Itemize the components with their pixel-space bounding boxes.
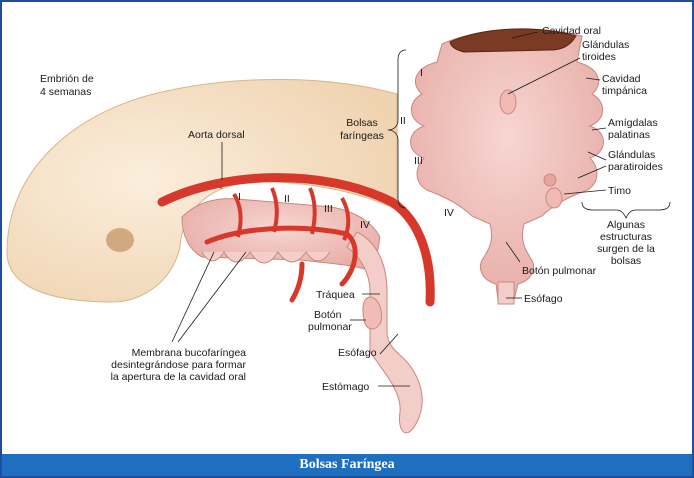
caption-text: Bolsas Faríngea [299, 457, 394, 472]
label-stomach: Estómago [322, 381, 369, 393]
label-tympanic-2: timpánica [602, 85, 647, 97]
label-structures-4: bolsas [611, 255, 641, 267]
label-lung-bud-left-1: Botón [314, 309, 342, 321]
parathyroid-shape [544, 174, 556, 186]
label-pouches-1: Bolsas [346, 117, 378, 129]
roman-right-ii: II [400, 115, 406, 127]
label-membrane-3: la apertura de la cavidad oral [111, 371, 246, 383]
roman-left-ii: II [284, 193, 290, 205]
label-lung-bud-left-2: pulmonar [308, 321, 352, 333]
label-structures-2: estructuras [600, 231, 652, 243]
roman-right-iii: III [414, 155, 423, 167]
roman-left-i: I [238, 191, 241, 203]
roman-right-iv: IV [444, 207, 454, 219]
label-trachea: Tráquea [316, 289, 355, 301]
pharyngeal-pouches-illustration: Embrión de 4 semanas Aorta dorsal Bolsas… [2, 2, 692, 454]
label-parathyroid-1: Glándulas [608, 149, 655, 161]
roman-left-iv: IV [360, 219, 370, 231]
optic-placode [106, 228, 134, 252]
label-embryo-age-1: Embrión de [40, 73, 94, 85]
label-esophagus-right: Esófago [524, 293, 563, 305]
label-lung-bud-right: Botón pulmonar [522, 265, 597, 277]
label-membrane-1: Membrana bucofaríngea [132, 347, 247, 359]
label-dorsal-aorta: Aorta dorsal [188, 129, 245, 141]
label-tonsils-2: palatinas [608, 129, 650, 141]
label-thyroid-2: tiroides [582, 51, 616, 63]
label-structures-3: surgen de la [597, 243, 655, 255]
structures-bracket [582, 202, 670, 218]
label-pouches-2: faríngeas [340, 130, 384, 142]
esophagus-tube-right [498, 282, 514, 304]
label-oral-cavity: Cavidad oral [542, 25, 601, 37]
roman-right-i: I [420, 67, 423, 79]
label-esophagus-left: Esófago [338, 347, 377, 359]
pharynx-ventral-view [411, 29, 604, 304]
label-thyroid-1: Glándulas [582, 39, 629, 51]
label-parathyroid-2: paratiroides [608, 161, 663, 173]
leader-membrane-2 [178, 252, 246, 342]
label-tympanic-1: Cavidad [602, 73, 641, 85]
thymus-shape [546, 188, 562, 208]
caption-bar: Bolsas Faríngea [2, 454, 692, 476]
descending-branch [292, 264, 302, 300]
label-embryo-age-2: 4 semanas [40, 86, 91, 98]
label-structures-1: Algunas [607, 219, 645, 231]
label-thymus: Timo [608, 185, 631, 197]
roman-left-iii: III [324, 203, 333, 215]
label-tonsils-1: Amígdalas [608, 117, 658, 129]
label-membrane-2: desintegrándose para formar [111, 359, 246, 371]
leader-membrane-1 [172, 252, 214, 342]
pharynx-body [411, 30, 604, 300]
